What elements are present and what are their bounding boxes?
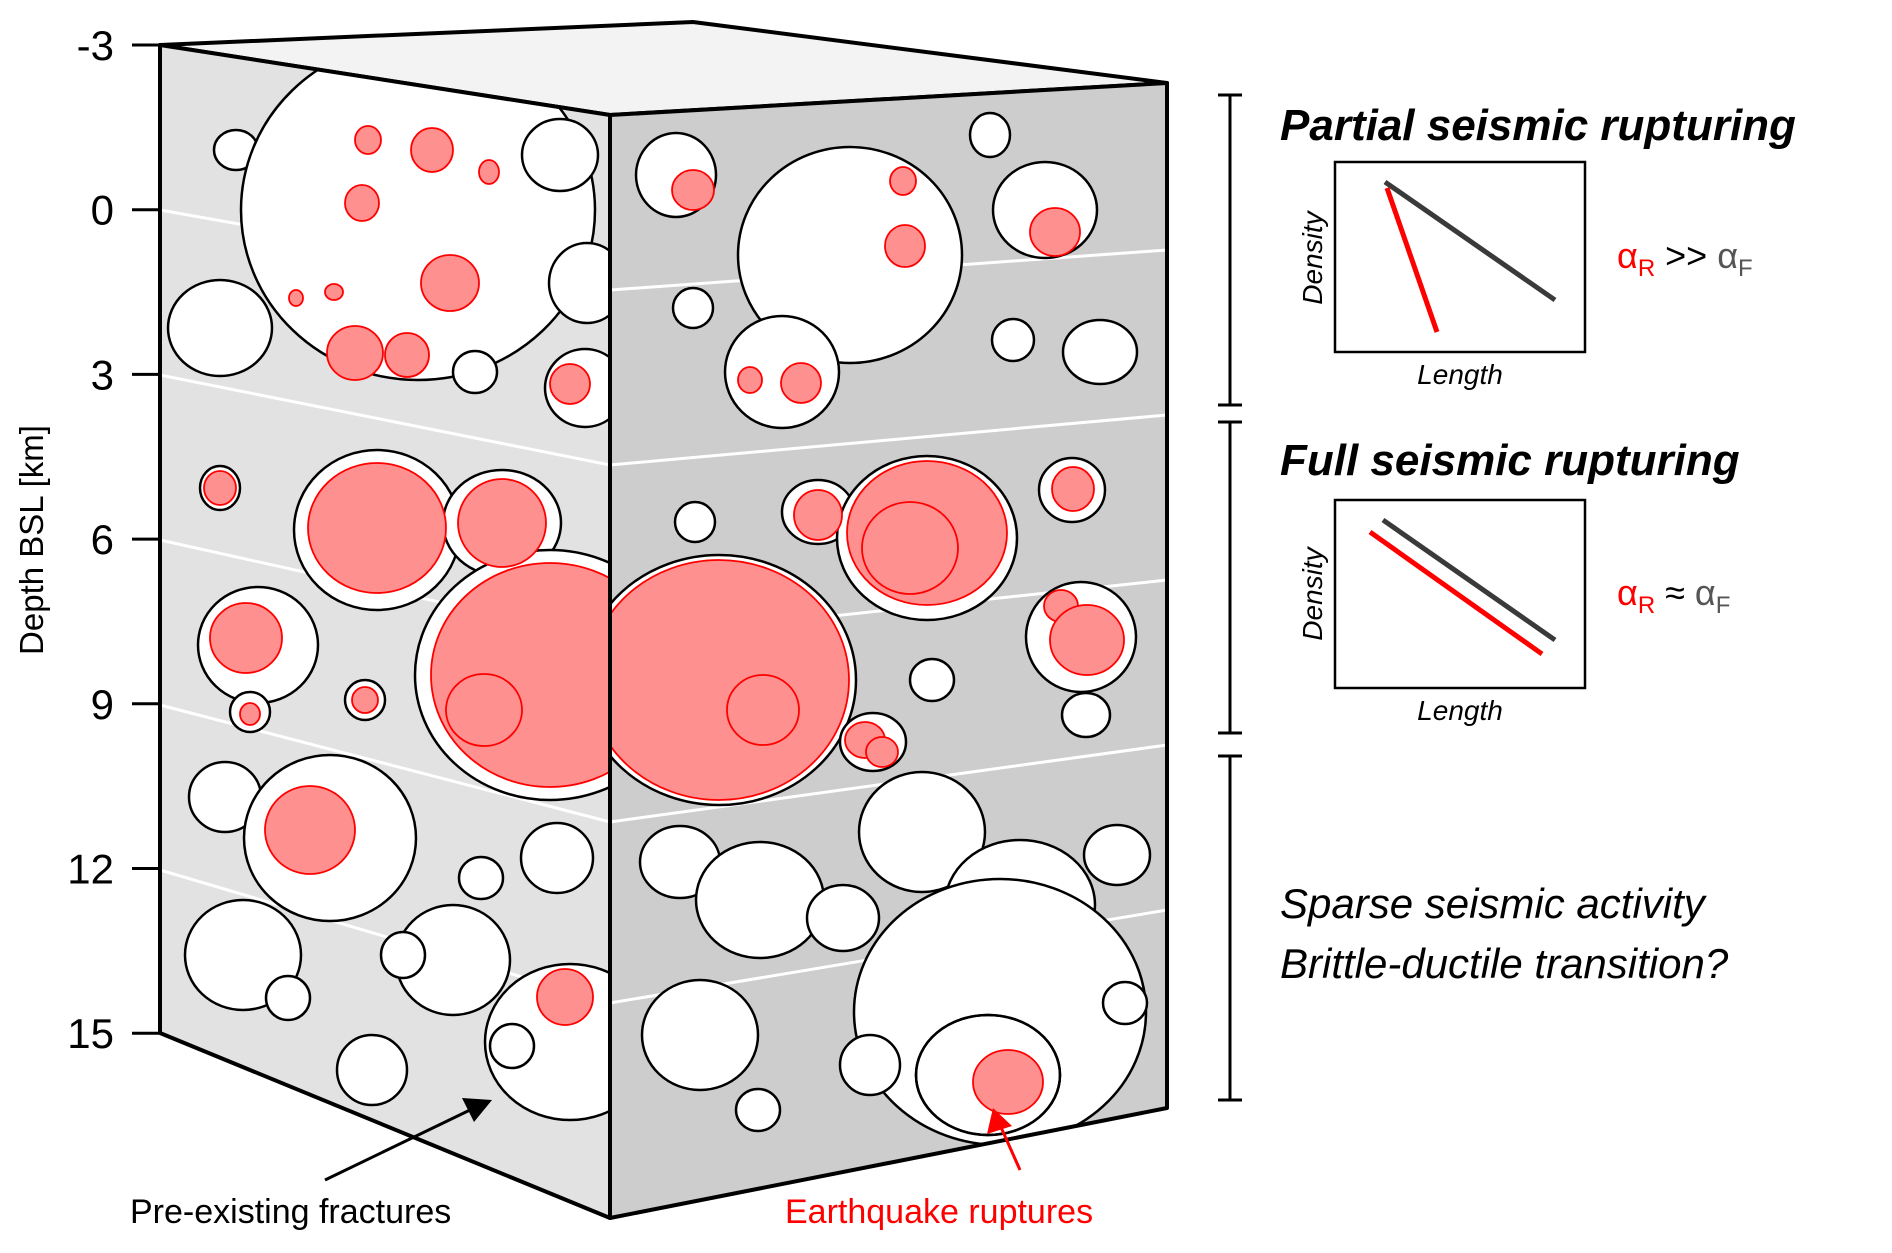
sparse-activity-text: Sparse seismic activity	[1280, 880, 1708, 927]
ruptures-callout: Earthquake ruptures	[785, 1108, 1093, 1231]
full-rupture-relation: αR ≈ αF	[1617, 572, 1730, 619]
partial-rupture-relation: αR >> αF	[1617, 235, 1753, 282]
partial-rupture-plot-frame	[1333, 160, 1587, 354]
partial-rupture-heading: Partial seismic rupturing	[1280, 101, 1796, 150]
full-rupture-heading: Full seismic rupturing	[1280, 436, 1740, 485]
brittle-ductile-text: Brittle-ductile transition?	[1280, 940, 1729, 987]
depth-tick-label: 12	[67, 846, 114, 893]
fractures-arrow-head	[462, 1098, 492, 1122]
depth-tick-label: 15	[67, 1010, 114, 1057]
depth-axis-label: Depth BSL [km]	[13, 425, 50, 655]
partial-rupture-ylabel: Density	[1297, 209, 1328, 304]
partial-rupture-rupture-line	[1384, 187, 1440, 333]
partial-rupture-panel: Partial seismic rupturing Density Length…	[1280, 101, 1796, 390]
full-rupture-panel: Full seismic rupturing Density Length αR…	[1280, 436, 1740, 726]
full-rupture-rupture-line	[1368, 529, 1544, 657]
ruptures-arrow-head	[987, 1108, 1012, 1134]
depth-tick-label: 0	[91, 187, 114, 234]
partial-rupture-fracture-line	[1383, 179, 1557, 303]
depth-tick-label: 6	[91, 516, 114, 563]
full-rupture-ylabel: Density	[1297, 545, 1328, 640]
right-face-ruptures	[610, 166, 1125, 1115]
fractures-callout: Pre-existing fractures	[130, 1098, 492, 1231]
depth-axis: -3 0 3 6 9 12 15 Depth BSL [km]	[13, 22, 162, 1057]
fractures-callout-label: Pre-existing fractures	[130, 1193, 451, 1231]
ruptures-callout-label: Earthquake ruptures	[785, 1193, 1093, 1231]
depth-tick-label: 9	[91, 681, 114, 728]
depth-tick-label: 3	[91, 351, 114, 398]
zone-brackets	[1218, 93, 1242, 1102]
full-rupture-xlabel: Length	[1417, 695, 1503, 726]
left-face-ruptures	[203, 125, 610, 1026]
full-rupture-fracture-line	[1381, 517, 1557, 643]
depth-tick-label: -3	[77, 22, 114, 69]
partial-rupture-xlabel: Length	[1417, 359, 1503, 390]
rupture-ring-outlines	[914, 1013, 1062, 1137]
